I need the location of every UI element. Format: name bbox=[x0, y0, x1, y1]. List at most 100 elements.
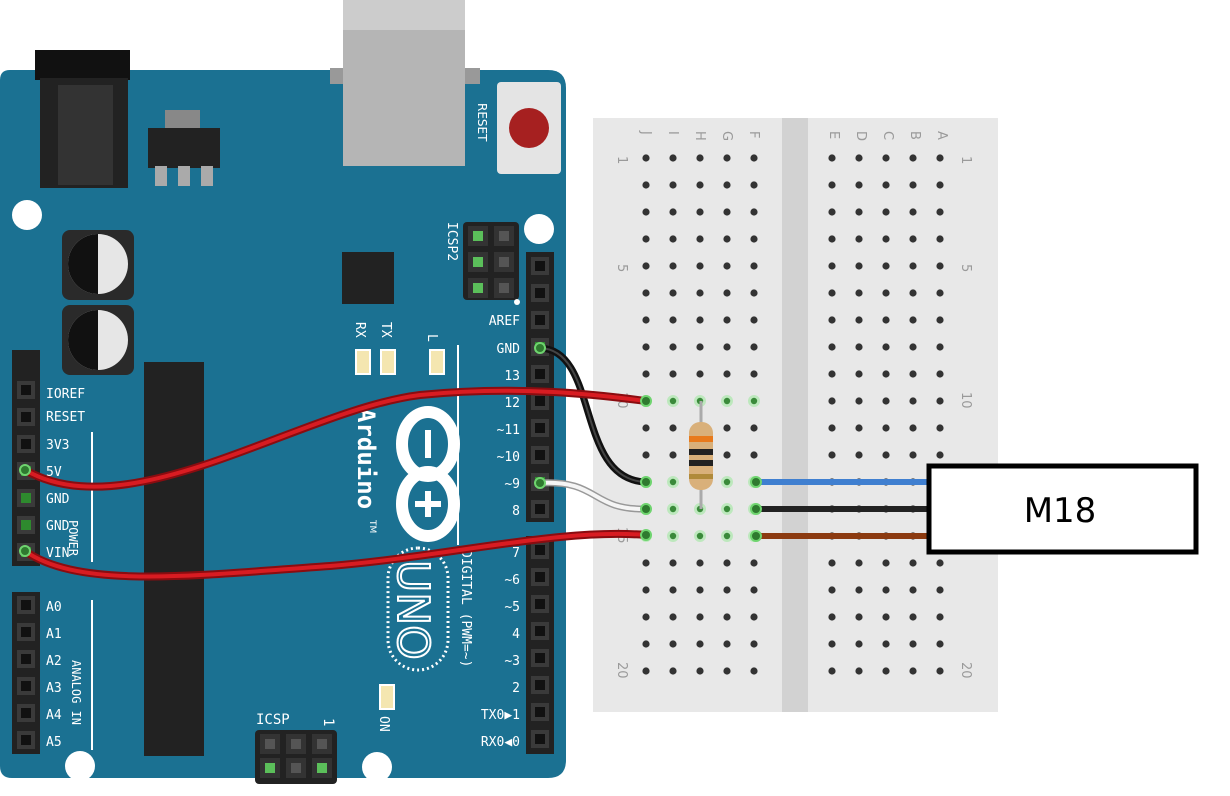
breadboard-hole bbox=[696, 235, 704, 243]
breadboard-hole bbox=[909, 343, 917, 351]
breadboard-hole bbox=[696, 208, 704, 216]
wire-end bbox=[750, 503, 762, 515]
breadboard-hole bbox=[642, 208, 650, 216]
pin-label: ~11 bbox=[497, 423, 520, 438]
breadboard-hole bbox=[882, 316, 890, 324]
header-hole bbox=[21, 627, 31, 637]
breadboard-hole bbox=[723, 316, 731, 324]
breadboard-hole bbox=[750, 316, 758, 324]
header-hole bbox=[535, 450, 545, 460]
breadboard-hole bbox=[828, 640, 836, 648]
breadboard-hole bbox=[669, 613, 677, 621]
pin1-dot bbox=[514, 299, 520, 305]
column-label: C bbox=[880, 131, 895, 140]
breadboard-hole bbox=[882, 154, 890, 162]
header-hole bbox=[535, 261, 545, 271]
breadboard-hole bbox=[909, 289, 917, 297]
pin-label: IOREF bbox=[46, 387, 85, 402]
pin-label: 4 bbox=[512, 627, 520, 642]
pin-label: A3 bbox=[46, 681, 62, 696]
breadboard-hole bbox=[855, 235, 863, 243]
breadboard-hole bbox=[882, 235, 890, 243]
breadboard-hole bbox=[696, 262, 704, 270]
breadboard-hole bbox=[723, 667, 731, 675]
breadboard-hole bbox=[696, 370, 704, 378]
analog-section-label: ANALOG IN bbox=[69, 660, 83, 725]
breadboard-hole bbox=[909, 424, 917, 432]
header-hole bbox=[535, 545, 545, 555]
breadboard-hole bbox=[855, 667, 863, 675]
breadboard-hole bbox=[642, 289, 650, 297]
breadboard-hole bbox=[669, 397, 677, 405]
breadboard-hole bbox=[642, 343, 650, 351]
breadboard-hole bbox=[750, 559, 758, 567]
breadboard-hole bbox=[828, 613, 836, 621]
breadboard-hole bbox=[855, 316, 863, 324]
header-hole bbox=[535, 626, 545, 636]
tx-label: TX bbox=[378, 322, 393, 338]
breadboard-hole bbox=[909, 451, 917, 459]
breadboard-hole bbox=[855, 208, 863, 216]
uno-badge bbox=[386, 546, 450, 672]
breadboard-hole bbox=[828, 667, 836, 675]
breadboard-hole bbox=[696, 343, 704, 351]
breadboard-hole bbox=[828, 154, 836, 162]
breadboard-hole bbox=[882, 559, 890, 567]
pin-label: GND bbox=[46, 519, 70, 534]
pin-label: 5V bbox=[46, 465, 62, 480]
breadboard-hole bbox=[936, 586, 944, 594]
breadboard-hole bbox=[669, 640, 677, 648]
breadboard-hole bbox=[669, 262, 677, 270]
breadboard-hole bbox=[936, 613, 944, 621]
breadboard-hole bbox=[669, 316, 677, 324]
column-label: B bbox=[907, 131, 922, 140]
pin-label: VIN bbox=[46, 546, 69, 561]
breadboard-hole bbox=[909, 397, 917, 405]
row-label: 5 bbox=[958, 264, 973, 272]
breadboard-hole bbox=[909, 154, 917, 162]
pin-label: ~9 bbox=[504, 477, 520, 492]
breadboard-hole bbox=[750, 181, 758, 189]
breadboard-hole bbox=[936, 289, 944, 297]
reset-button[interactable] bbox=[495, 80, 563, 178]
breadboard-hole bbox=[909, 235, 917, 243]
wire-end bbox=[750, 530, 762, 542]
breadboard-hole bbox=[723, 370, 731, 378]
breadboard-hole bbox=[669, 424, 677, 432]
breadboard-hole bbox=[723, 289, 731, 297]
breadboard-hole bbox=[828, 316, 836, 324]
breadboard-hole bbox=[696, 586, 704, 594]
column-label: E bbox=[826, 131, 841, 139]
breadboard-hole bbox=[936, 451, 944, 459]
pin-label: RESET bbox=[46, 410, 85, 425]
breadboard-hole bbox=[750, 370, 758, 378]
mounting-hole bbox=[12, 200, 42, 230]
pin-label: A1 bbox=[46, 627, 62, 642]
column-label: F bbox=[746, 131, 761, 138]
breadboard-hole bbox=[828, 208, 836, 216]
breadboard-hole bbox=[828, 424, 836, 432]
breadboard-hole bbox=[936, 370, 944, 378]
breadboard-hole bbox=[696, 181, 704, 189]
breadboard-hole bbox=[696, 532, 704, 540]
breadboard-hole bbox=[882, 343, 890, 351]
breadboard-hole bbox=[828, 289, 836, 297]
breadboard-hole bbox=[909, 640, 917, 648]
breadboard-hole bbox=[723, 559, 731, 567]
breadboard-hole bbox=[882, 586, 890, 594]
breadboard-hole bbox=[909, 208, 917, 216]
microcontroller-chip bbox=[144, 362, 204, 756]
mounting-hole bbox=[65, 751, 95, 781]
on-label: ON bbox=[376, 716, 391, 732]
breadboard-hole bbox=[723, 613, 731, 621]
breadboard-hole bbox=[723, 235, 731, 243]
breadboard-hole bbox=[723, 640, 731, 648]
row-label: 10 bbox=[958, 392, 973, 409]
breadboard-hole bbox=[909, 667, 917, 675]
tx-led bbox=[380, 349, 396, 375]
breadboard-hole bbox=[936, 262, 944, 270]
column-label: H bbox=[692, 131, 707, 141]
breadboard-hole bbox=[882, 613, 890, 621]
breadboard-hole bbox=[696, 559, 704, 567]
breadboard-hole bbox=[855, 397, 863, 405]
